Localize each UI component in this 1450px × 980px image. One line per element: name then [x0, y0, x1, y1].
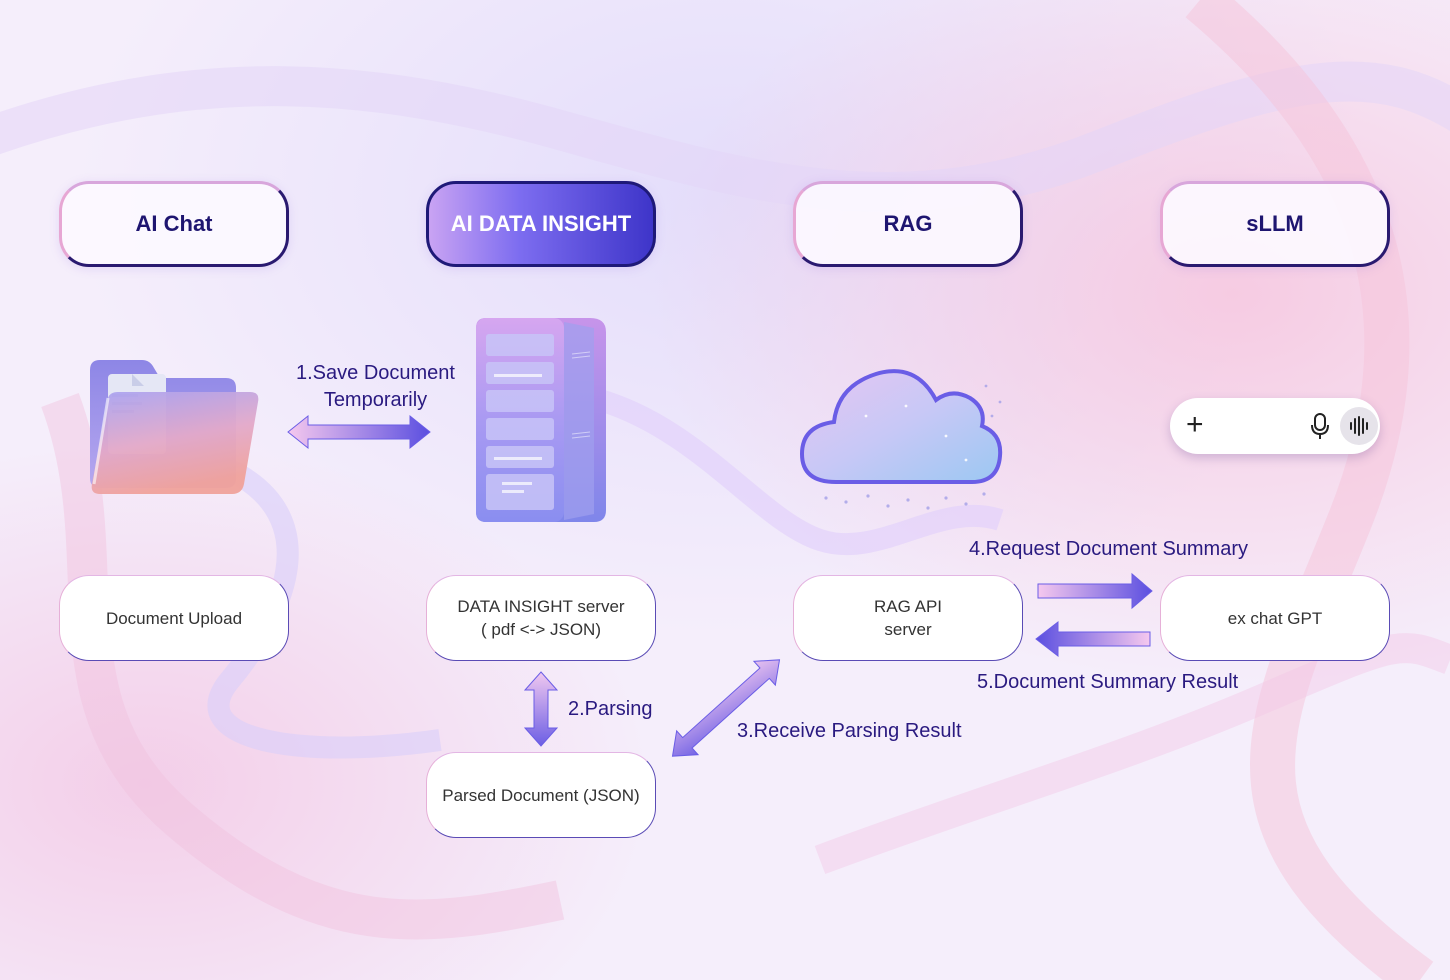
step3-label: 3.Receive Parsing Result	[737, 720, 962, 742]
server-icon	[476, 318, 606, 522]
pill-rag: RAG	[793, 181, 1023, 267]
arrow-request-summary	[1037, 572, 1153, 610]
step4-label: 4.Request Document Summary	[969, 538, 1249, 560]
step1-label: 1.Save Document Temporarily	[296, 362, 455, 411]
box-rag-api-server: RAG API server	[793, 575, 1023, 661]
chat-input-bar: +	[1170, 398, 1380, 454]
arrow-parsing	[523, 671, 559, 747]
box-data-insight-server: DATA INSIGHT server ( pdf <-> JSON)	[426, 575, 656, 661]
voice-wave-icon	[1340, 407, 1378, 445]
arrow-save-document	[287, 414, 431, 450]
arrow-receive-parsing	[671, 659, 781, 757]
step5-label: 5.Document Summary Result	[977, 671, 1239, 693]
box-ex-chat-gpt: ex chat GPT	[1160, 575, 1390, 661]
step2-label: 2.Parsing	[568, 698, 653, 720]
box-parsed-document: Parsed Document (JSON)	[426, 752, 656, 838]
pill-ai-data-insight: AI DATA INSIGHT	[426, 181, 656, 267]
plus-icon: +	[1186, 408, 1204, 441]
arrow-summary-result	[1035, 620, 1151, 658]
pill-sllm: sLLM	[1160, 181, 1390, 267]
microphone-icon	[1311, 413, 1329, 439]
pill-ai-chat: AI Chat	[59, 181, 289, 267]
box-document-upload: Document Upload	[59, 575, 289, 661]
cloud-icon	[799, 369, 1003, 510]
folder-icon	[90, 360, 259, 494]
